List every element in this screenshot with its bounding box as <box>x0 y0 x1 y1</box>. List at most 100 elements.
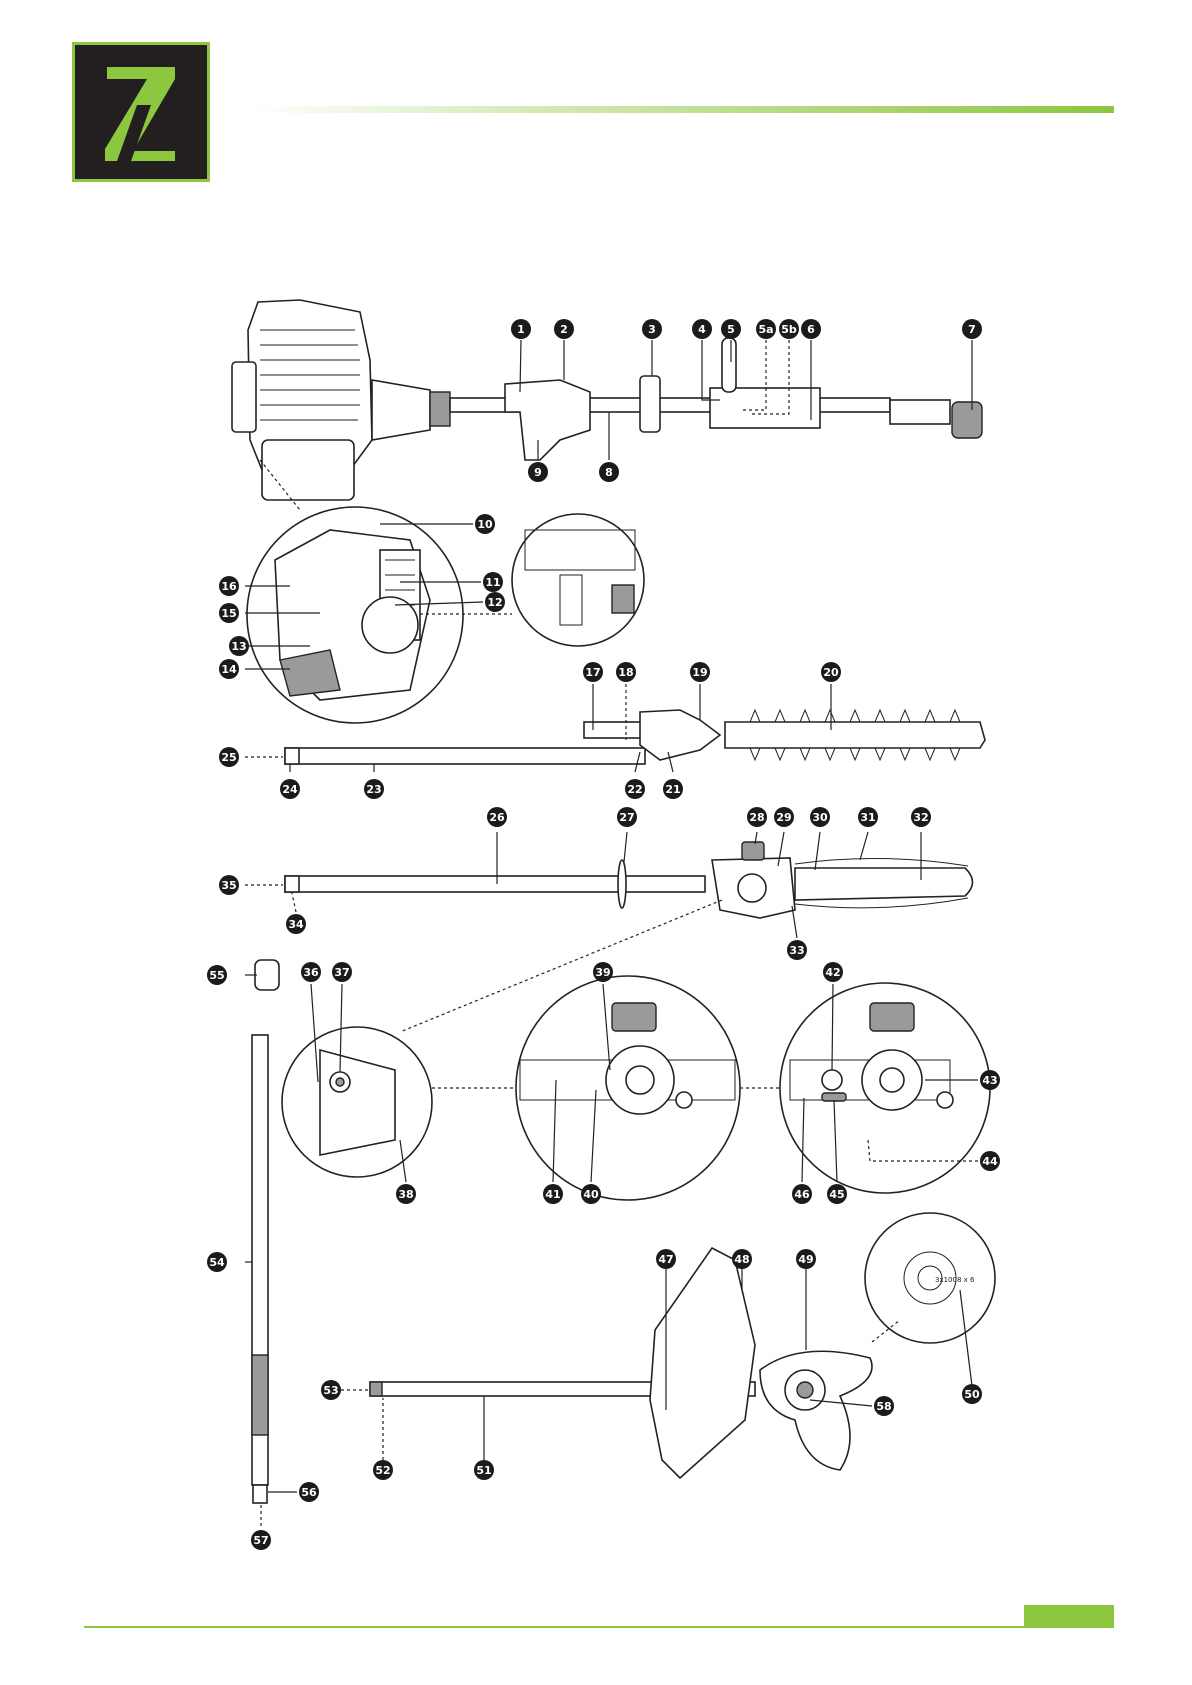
callout-15: 15 <box>219 603 239 623</box>
callout-39: 39 <box>593 962 613 982</box>
callout-40: 40 <box>581 1184 601 1204</box>
callout-label: 52 <box>375 1464 390 1477</box>
callout-label: 46 <box>794 1188 810 1201</box>
callout-label: 19 <box>692 666 707 679</box>
callout-31: 31 <box>858 807 878 827</box>
callout-label: 42 <box>825 966 840 979</box>
callout-25: 25 <box>219 747 239 767</box>
callout-28: 28 <box>747 807 767 827</box>
callout-label: 28 <box>749 811 764 824</box>
callout-label: 40 <box>583 1188 599 1201</box>
callout-17: 17 <box>583 662 603 682</box>
callout-51: 51 <box>474 1460 494 1480</box>
callout-label: 13 <box>231 640 246 653</box>
callout-43: 43 <box>980 1070 1000 1090</box>
callout-34: 34 <box>286 914 306 934</box>
callout-54: 54 <box>207 1252 227 1272</box>
callout-label: 47 <box>658 1253 673 1266</box>
callout-11: 11 <box>483 572 503 592</box>
callout-52: 52 <box>373 1460 393 1480</box>
callout-label: 50 <box>964 1388 980 1401</box>
callout-5: 5 <box>721 319 741 339</box>
engine-detail-circle <box>247 507 463 723</box>
callout-label: 23 <box>366 783 381 796</box>
pole-saw-attachment <box>285 842 973 918</box>
callout-22: 22 <box>625 779 645 799</box>
callout-24: 24 <box>280 779 300 799</box>
callout-label: 54 <box>209 1256 225 1269</box>
callout-label: 56 <box>301 1486 317 1499</box>
callout-5a: 5a <box>756 319 776 339</box>
callout-label: 38 <box>398 1188 413 1201</box>
callout-35: 35 <box>219 875 239 895</box>
callout-46: 46 <box>792 1184 812 1204</box>
callout-18: 18 <box>616 662 636 682</box>
detail-circle-b <box>516 976 740 1200</box>
callout-label: 24 <box>282 783 298 796</box>
callout-label: 3 <box>648 323 656 336</box>
callout-19: 19 <box>690 662 710 682</box>
callout-33: 33 <box>787 940 807 960</box>
callout-label: 43 <box>982 1074 997 1087</box>
callout-label: 11 <box>485 576 500 589</box>
callout-layer: 123455a5b6789101112131415161718192021222… <box>207 319 1000 1550</box>
callout-29: 29 <box>774 807 794 827</box>
callout-label: 10 <box>477 518 493 531</box>
callout-6: 6 <box>801 319 821 339</box>
callout-label: 27 <box>619 811 634 824</box>
callout-13: 13 <box>229 636 249 656</box>
engine-unit <box>232 300 450 500</box>
callout-21: 21 <box>663 779 683 799</box>
callout-37: 37 <box>332 962 352 982</box>
callout-30: 30 <box>810 807 830 827</box>
callout-26: 26 <box>487 807 507 827</box>
hedge-trimmer-attachment <box>285 710 985 764</box>
callout-label: 44 <box>982 1155 998 1168</box>
carb-detail-circle <box>512 514 644 646</box>
callout-label: 57 <box>253 1534 268 1547</box>
callout-label: 41 <box>545 1188 560 1201</box>
callout-label: 1 <box>517 323 525 336</box>
callout-55: 55 <box>207 965 227 985</box>
callout-47: 47 <box>656 1249 676 1269</box>
callout-label: 34 <box>288 918 304 931</box>
callout-label: 37 <box>334 966 349 979</box>
callout-label: 7 <box>968 323 976 336</box>
callout-label: 8 <box>605 466 613 479</box>
footer-page-tab <box>1024 1605 1114 1628</box>
callout-10: 10 <box>475 514 495 534</box>
callout-label: 35 <box>221 879 236 892</box>
callout-8: 8 <box>599 462 619 482</box>
callout-42: 42 <box>823 962 843 982</box>
callout-label: 51 <box>476 1464 491 1477</box>
callout-label: 21 <box>665 783 680 796</box>
callout-27: 27 <box>617 807 637 827</box>
callout-label: 29 <box>776 811 791 824</box>
callout-label: 17 <box>585 666 600 679</box>
callout-23: 23 <box>364 779 384 799</box>
callout-label: 5a <box>758 323 773 336</box>
main-shaft <box>450 338 982 460</box>
callout-16: 16 <box>219 576 239 596</box>
callout-label: 48 <box>734 1253 749 1266</box>
callout-label: 9 <box>534 466 542 479</box>
callout-label: 53 <box>323 1384 338 1397</box>
callout-1: 1 <box>511 319 531 339</box>
callout-label: 15 <box>221 607 236 620</box>
callout-45: 45 <box>827 1184 847 1204</box>
callout-label: 6 <box>807 323 815 336</box>
callout-label: 45 <box>829 1188 844 1201</box>
callout-label: 58 <box>876 1400 891 1413</box>
callout-label: 16 <box>221 580 237 593</box>
extension-pole <box>252 960 279 1503</box>
callout-48: 48 <box>732 1249 752 1269</box>
callout-label: 55 <box>209 969 224 982</box>
callout-label: 30 <box>812 811 828 824</box>
callout-36: 36 <box>301 962 321 982</box>
callout-label: 36 <box>303 966 319 979</box>
callout-label: 2 <box>560 323 568 336</box>
callout-49: 49 <box>796 1249 816 1269</box>
callout-label: 32 <box>913 811 928 824</box>
callout-label: 4 <box>698 323 706 336</box>
